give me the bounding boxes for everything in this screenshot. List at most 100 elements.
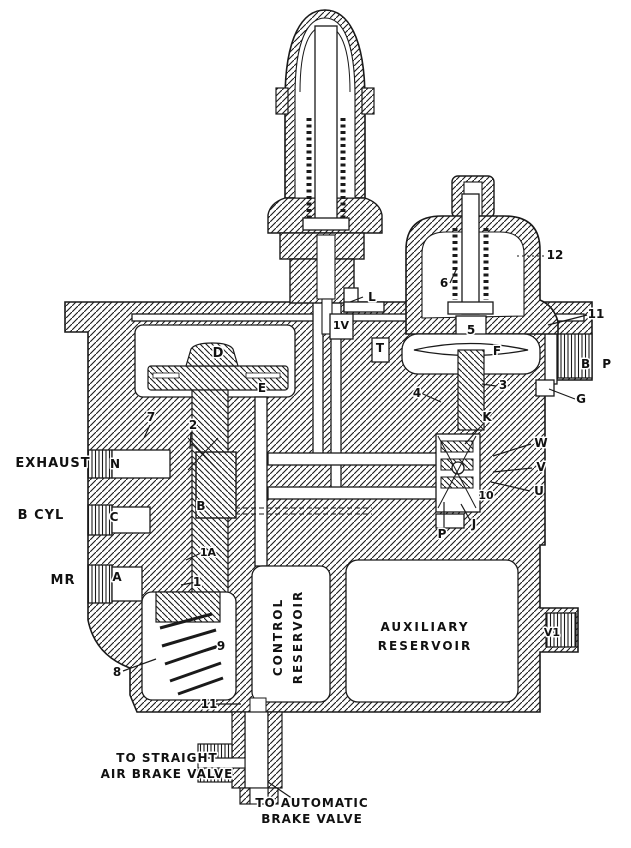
part-12-label: 12 [547, 248, 564, 262]
cover-gasket [131, 313, 585, 322]
auxiliary-reservoir-line1-label: AUXILIARY [380, 620, 469, 634]
service-spring [452, 228, 489, 300]
straight-air-flange [197, 767, 233, 783]
slide-valve-b [195, 451, 237, 519]
part-n-label: N [110, 457, 120, 471]
automatic-bore [249, 787, 269, 805]
part-b-label: B [196, 499, 205, 513]
b-cyl-port-label: B CYL [18, 508, 65, 523]
part-e-label: E [258, 381, 266, 395]
part-11-bottom-label: 11 [201, 697, 218, 711]
auxiliary-reservoir-line2-label: RESERVOIR [378, 639, 473, 653]
fitting-g [535, 379, 555, 397]
to-automatic-line1-label: TO AUTOMATIC [255, 796, 368, 810]
slot-t [371, 337, 390, 363]
leader-11-right [547, 314, 588, 326]
part-1a-label: 1A [200, 546, 217, 559]
part-1-label: 1 [193, 575, 201, 589]
part-t-label: T [376, 341, 385, 355]
part-l-label: L [368, 290, 376, 304]
part-v1-label: V1 [544, 626, 560, 639]
mr-port-boss [87, 564, 143, 604]
check-ball [451, 461, 465, 475]
regulating-spring [306, 118, 346, 224]
leader-1a [185, 552, 202, 561]
part-u-label: U [534, 484, 544, 498]
leader-w [492, 443, 532, 457]
passage-lower [267, 486, 441, 500]
leader-to-automatic [267, 781, 294, 800]
top-spring-cylinder [267, 9, 383, 335]
channel-e [254, 396, 268, 567]
to-straight-line1-label: TO STRAIGHT [116, 751, 217, 765]
supply-valve-spring [159, 612, 224, 696]
mr-port-label: MR [51, 573, 76, 588]
leader-l [349, 296, 364, 303]
valve-slat [440, 476, 474, 489]
leader-8 [122, 658, 157, 672]
part-5-label: 5 [467, 323, 475, 337]
part-10-label: 10 [478, 489, 494, 502]
leader-1 [180, 582, 192, 586]
part-7-label: 7 [147, 410, 155, 424]
part-j-label: J [471, 517, 476, 531]
port-1v [329, 313, 354, 340]
part-6-label: 6 [440, 276, 448, 290]
control-reservoir-line2-label: RESERVOIR [291, 590, 305, 685]
exhaust-port-label: EXHAUST [15, 456, 90, 471]
part-8-label: 8 [113, 665, 121, 679]
part-c-label: C [110, 510, 119, 524]
outlet-bore [244, 711, 269, 789]
leader-g [548, 388, 576, 400]
stack-cross-line [437, 435, 477, 509]
to-straight-line2-label: AIR BRAKE VALVE [101, 767, 234, 781]
leader-4 [422, 393, 442, 403]
leader-9 [198, 647, 217, 654]
control-reservoir [251, 565, 331, 703]
passage-upper [267, 452, 441, 466]
regulating-stem [314, 25, 338, 227]
part-f-label: F [493, 344, 501, 358]
valve-p-seat [435, 513, 465, 529]
part-w-label: W [534, 436, 547, 450]
exhaust-port-boss [87, 449, 171, 479]
part-p-label: P [438, 527, 447, 541]
l-passage [343, 287, 385, 313]
auxiliary-reservoir [345, 559, 519, 703]
service-spring-seat [447, 301, 494, 315]
leader-lines [122, 255, 588, 800]
valve-spring-cross [187, 437, 219, 471]
to-automatic-line2-label: BRAKE VALVE [261, 812, 363, 826]
part-g-label: G [576, 392, 586, 406]
part-2-label: 2 [189, 418, 197, 432]
b-cyl-port-boss [87, 504, 151, 536]
piston-assembly [147, 342, 289, 391]
part-k-label: K [482, 410, 492, 424]
supply-valve [155, 591, 221, 623]
straight-air-flange [197, 743, 233, 759]
part-1v-label: 1V [333, 319, 350, 332]
leader-7 [143, 424, 151, 439]
part-9-label: 9 [217, 639, 225, 653]
leader-j [460, 503, 471, 521]
spring-seat [302, 217, 350, 231]
bp-port-label: B P [581, 357, 615, 371]
part-11-right-label: 11 [588, 307, 605, 321]
valve-slat [440, 440, 474, 453]
part-4-label: 4 [413, 386, 421, 400]
valve-stem-3 [457, 349, 485, 431]
leader-v [492, 467, 533, 473]
v1-port-threads [545, 612, 577, 648]
right-spring-dome [405, 175, 559, 335]
control-reservoir-line1-label: CONTROL [271, 598, 285, 676]
leader-k [464, 423, 484, 445]
part-d-label: D [213, 346, 224, 361]
leader-6 [449, 267, 458, 284]
part-3-label: 3 [499, 378, 507, 392]
bp-port-threads [557, 333, 593, 379]
part-v-label: V [536, 460, 546, 474]
leader-2 [189, 431, 192, 450]
